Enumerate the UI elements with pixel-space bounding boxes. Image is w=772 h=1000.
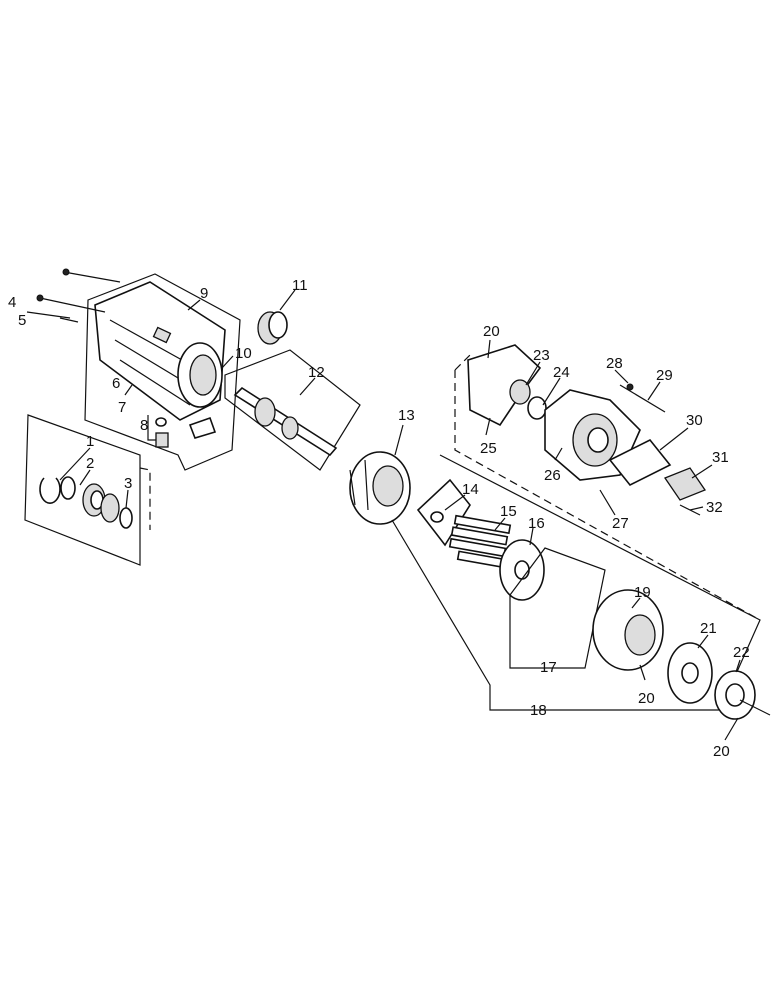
label-7: 7 <box>118 399 126 416</box>
label-14: 14 <box>462 481 479 498</box>
label-25: 25 <box>480 440 497 457</box>
label-6: 6 <box>112 375 120 392</box>
label-16: 16 <box>528 515 545 532</box>
label-17: 17 <box>540 659 557 676</box>
label-27: 27 <box>612 515 629 532</box>
small-bracket <box>188 416 217 439</box>
label-12: 12 <box>308 364 325 381</box>
label-26: 26 <box>544 467 561 484</box>
label-18: 18 <box>530 702 547 719</box>
label-2: 2 <box>86 455 94 472</box>
label-1: 1 <box>86 433 94 450</box>
item-11-bearing <box>257 311 288 345</box>
label-29: 29 <box>656 367 673 384</box>
group-1-bearing-set <box>24 414 151 566</box>
label-9: 9 <box>200 285 208 302</box>
label-21: 21 <box>700 620 717 637</box>
label-5: 5 <box>18 312 26 329</box>
label-20-bottom-right: 20 <box>713 743 730 760</box>
label-32: 32 <box>706 499 723 516</box>
label-4: 4 <box>8 294 16 311</box>
label-8: 8 <box>140 417 148 434</box>
label-13: 13 <box>398 407 415 424</box>
label-3: 3 <box>124 475 132 492</box>
label-22: 22 <box>733 644 750 661</box>
label-15: 15 <box>500 503 517 520</box>
label-30: 30 <box>686 412 703 429</box>
label-24: 24 <box>553 364 570 381</box>
label-23: 23 <box>533 347 550 364</box>
label-20-bottom-mid: 20 <box>638 690 655 707</box>
part-labels: 1 2 3 4 5 6 7 8 9 10 11 12 13 14 15 16 1… <box>8 277 750 760</box>
label-11: 11 <box>292 277 308 294</box>
label-10: 10 <box>235 345 252 362</box>
item-13-hub <box>349 451 411 525</box>
label-28: 28 <box>606 355 623 372</box>
group-9-housing <box>36 268 241 471</box>
label-19: 19 <box>634 584 651 601</box>
label-31: 31 <box>712 449 729 466</box>
group-18-rotating-kit <box>391 454 771 720</box>
group-12-shaft <box>224 349 361 471</box>
leader-lines <box>26 289 741 741</box>
label-20-top: 20 <box>483 323 500 340</box>
